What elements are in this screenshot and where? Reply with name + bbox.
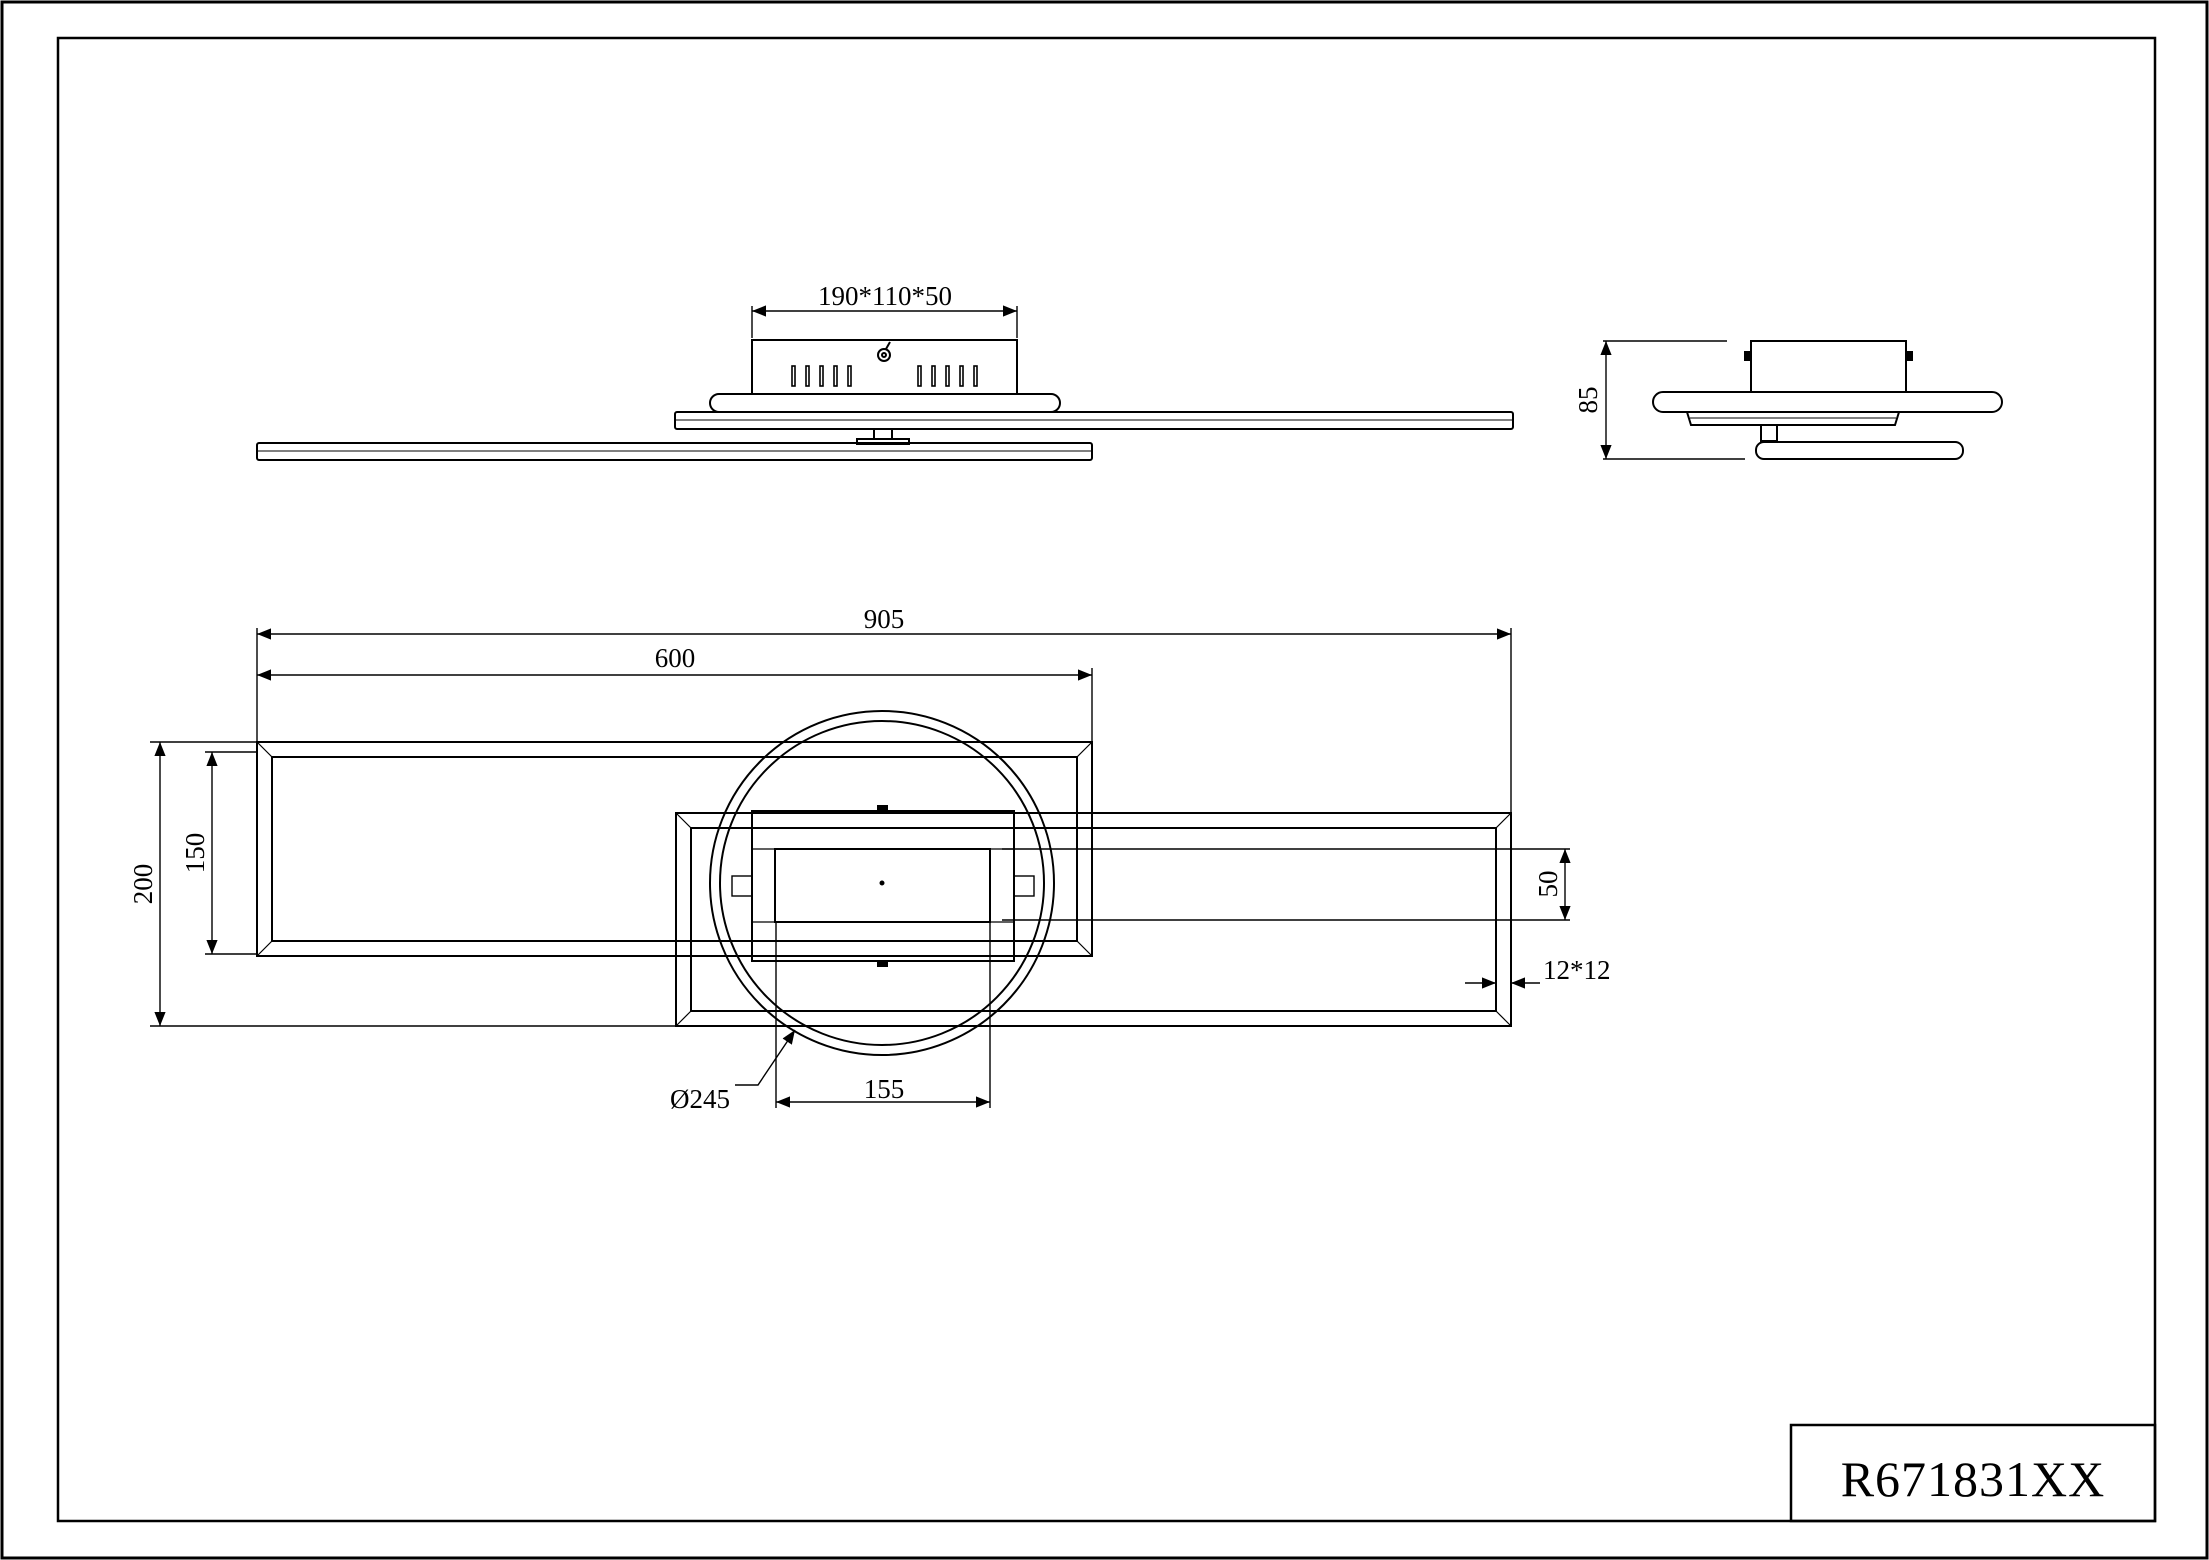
- light-panel: [774, 848, 991, 923]
- dim-overall-width: 200: [128, 864, 158, 905]
- connector: [873, 428, 893, 440]
- side-lower-bar: [1755, 441, 1964, 460]
- dim-frame-length: 600: [655, 643, 696, 673]
- dim-base-box: 190*110*50: [818, 281, 952, 311]
- sheet-inner-border: [56, 36, 2157, 1523]
- center-panel-outer: [751, 810, 1015, 962]
- dim-disc-diameter: Ø245: [670, 1084, 730, 1114]
- dim-light-panel-width: 50: [1533, 871, 1563, 898]
- dim-profile-section: 12*12: [1543, 955, 1611, 985]
- vent-slots: [791, 365, 978, 387]
- dim-height: 85: [1573, 387, 1603, 414]
- title-block: R671831XX: [1789, 1423, 2157, 1523]
- side-canopy: [1652, 391, 2003, 413]
- front-view: [256, 305, 1514, 461]
- side-view: [1600, 340, 2003, 460]
- side-upper-bar: [1685, 411, 1901, 426]
- disc-outer: [709, 710, 1055, 1056]
- disc-inner: [719, 720, 1045, 1046]
- top-view: [150, 628, 1571, 1108]
- product-code: R671831XX: [1841, 1451, 2106, 1507]
- dim-overall-length: 905: [864, 604, 905, 634]
- side-mounting-box: [1750, 340, 1907, 393]
- dim-frame-width: 150: [180, 833, 210, 874]
- side-connector: [1760, 424, 1778, 442]
- mounting-screw: [877, 341, 891, 362]
- dim-light-panel-length: 155: [864, 1074, 905, 1104]
- canopy-disc: [709, 393, 1061, 413]
